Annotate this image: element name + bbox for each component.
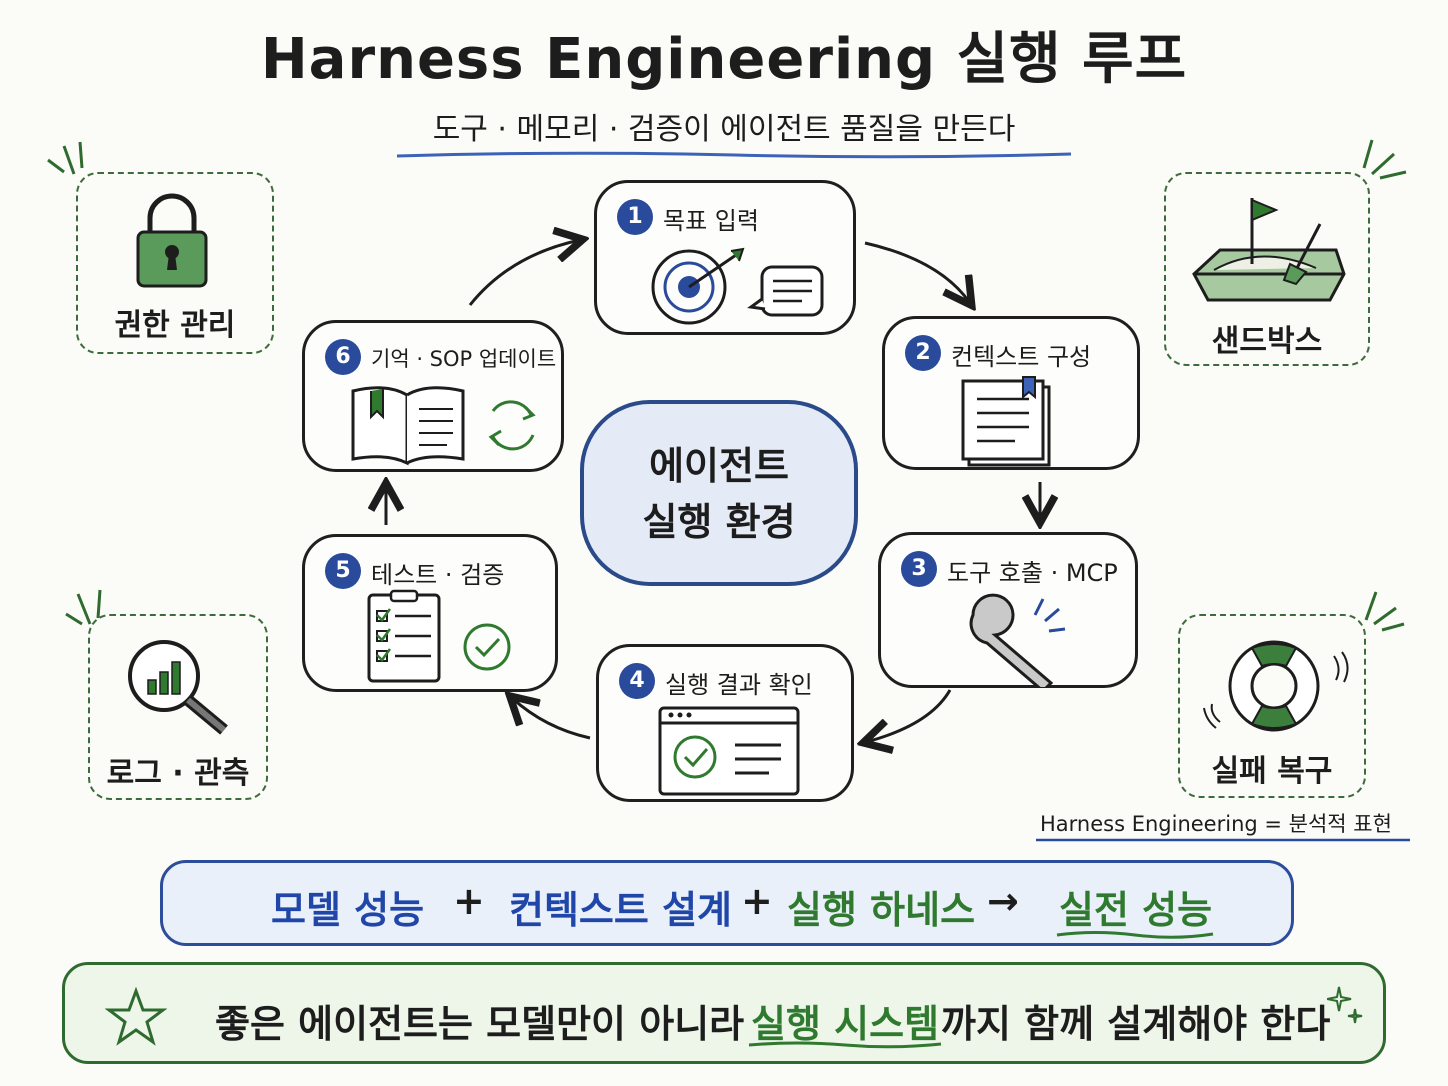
- logging-label: 로그 · 관측: [106, 756, 250, 791]
- sparkle-icon: [1327, 986, 1363, 1024]
- step-memory-sop-update: 6 기억 · SOP 업데이트: [302, 320, 564, 472]
- lifebuoy-icon: [1203, 640, 1349, 732]
- step-label: 목표 입력: [663, 207, 759, 235]
- motto-part-2: 까지 함께 설계해야 한다: [941, 1002, 1331, 1046]
- key-message: 좋은 에이전트는 모델만이 아니라 실행 시스템 까지 함께 설계해야 한다: [62, 962, 1386, 1064]
- formula-result: 실전 성능: [1059, 888, 1213, 932]
- subtitle-underline: [396, 151, 1072, 159]
- step-number: 6: [325, 339, 361, 375]
- formula-context: 컨텍스트 설계: [509, 888, 732, 932]
- step-label: 컨텍스트 구성: [951, 343, 1092, 371]
- step-context-build: 2 컨텍스트 구성: [882, 316, 1140, 470]
- step-label: 실행 결과 확인: [665, 671, 813, 699]
- step-check-result: 4 실행 결과 확인: [596, 644, 854, 802]
- step-tool-call: 3 도구 호출 · MCP: [878, 532, 1138, 688]
- sparkle-lines: [47, 141, 84, 175]
- page-subtitle: 도구 · 메모리 · 검증이 에이전트 품질을 만든다: [432, 112, 1016, 147]
- formula-arrow: →: [987, 879, 1019, 923]
- sparkle-lines: [1364, 591, 1405, 632]
- highlight-underline: [748, 1041, 942, 1049]
- footnote-underline: [1036, 838, 1410, 842]
- target-icon: [651, 247, 824, 325]
- step-number: 1: [617, 199, 653, 235]
- formula-harness: 실행 하네스: [787, 888, 976, 932]
- formula-model: 모델 성능: [271, 888, 425, 932]
- lock-icon: [136, 193, 208, 288]
- star-icon: [105, 987, 167, 1046]
- step-label: 테스트 · 검증: [371, 561, 505, 589]
- logging-observability-card: 로그 · 관측: [88, 614, 268, 800]
- step-number: 4: [619, 663, 655, 699]
- wrench-icon: [969, 593, 1066, 687]
- sparkle-lines: [65, 589, 102, 626]
- sandbox-icon: [1192, 198, 1346, 302]
- sandbox-label: 샌드박스: [1211, 324, 1323, 359]
- step-number: 2: [905, 335, 941, 371]
- step-number: 5: [325, 553, 361, 589]
- permission-management-card: 권한 관리: [76, 172, 274, 354]
- formula-plus-2: +: [741, 879, 773, 923]
- performance-formula: 모델 성능 + 컨텍스트 설계 + 실행 하네스 → 실전 성능: [160, 860, 1294, 946]
- recovery-label: 실패 복구: [1211, 754, 1333, 789]
- center-line-2: 실행 환경: [642, 500, 796, 544]
- failure-recovery-card: 실패 복구: [1178, 614, 1366, 798]
- book-sync-icon: [351, 386, 536, 466]
- checklist-icon: [367, 589, 511, 683]
- motto-highlight: 실행 시스템: [751, 1002, 940, 1046]
- step-test-verify: 5 테스트 · 검증: [302, 534, 558, 692]
- step-label: 도구 호출 · MCP: [947, 559, 1118, 587]
- formula-plus-1: +: [453, 879, 485, 923]
- step-goal-input: 1 목표 입력: [594, 180, 856, 335]
- step-number: 3: [901, 551, 937, 587]
- result-window-icon: [658, 706, 800, 796]
- document-stack-icon: [961, 376, 1051, 467]
- magnifier-chart-icon: [128, 640, 228, 735]
- sandbox-card: 샌드박스: [1164, 172, 1370, 366]
- sparkle-lines: [1362, 139, 1407, 180]
- step-label: 기억 · SOP 업데이트: [371, 347, 557, 371]
- center-line-1: 에이전트: [649, 444, 789, 488]
- footnote: Harness Engineering = 분석적 표현: [1040, 812, 1392, 836]
- agent-runtime-environment: 에이전트 실행 환경: [580, 400, 858, 586]
- permission-label: 권한 관리: [114, 308, 236, 343]
- result-underline: [1056, 931, 1214, 939]
- page-title: Harness Engineering 실행 루프: [260, 27, 1188, 92]
- motto-part-1: 좋은 에이전트는 모델만이 아니라: [215, 1002, 745, 1046]
